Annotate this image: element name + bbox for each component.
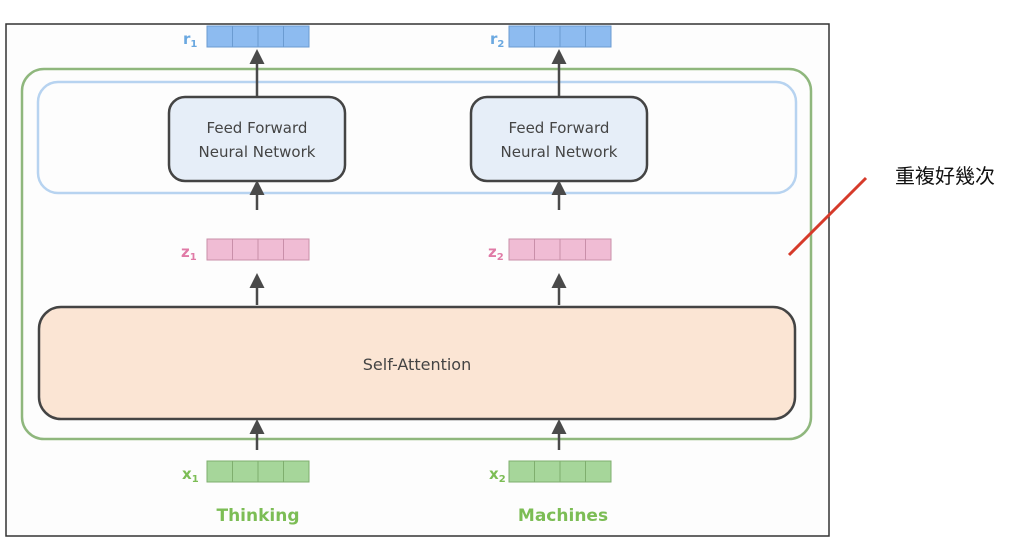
vector-cell [534, 238, 561, 261]
vector-cell [206, 25, 233, 48]
vector-cell [232, 25, 259, 48]
vector-cell [257, 238, 284, 261]
vector-cell [206, 238, 233, 261]
encoder-frame [20, 67, 813, 441]
vector-cell [283, 25, 310, 48]
ffn-2-label-line1: Feed Forward [509, 119, 610, 137]
vector-cell [559, 238, 586, 261]
self-attention-block [37, 305, 797, 421]
ffn-box-2 [469, 95, 649, 183]
output-label-r1: r1 [183, 30, 197, 50]
output-vector-r1 [206, 25, 310, 48]
ffn-1-label-line2: Neural Network [199, 143, 316, 161]
vector-cell [559, 25, 586, 48]
output-label-r2: r2 [490, 30, 504, 50]
output-vector-r2 [508, 25, 612, 48]
vector-cell [283, 238, 310, 261]
self-attention-label: Self-Attention [363, 355, 471, 374]
intermediate-label-z2: z2 [488, 243, 504, 263]
repeat-annotation: 重複好幾次 [895, 164, 995, 188]
input-vector-x2 [508, 460, 612, 483]
input-vector-x1 [206, 460, 310, 483]
vector-cell [534, 460, 561, 483]
vector-cell [559, 460, 586, 483]
vector-cell [534, 25, 561, 48]
ffn-layer-frame [36, 80, 798, 195]
input-label-x2: x2 [489, 465, 506, 485]
ffn-2-label-line2: Neural Network [501, 143, 618, 161]
vector-cell [585, 238, 612, 261]
intermediate-label-z1: z1 [181, 243, 197, 263]
figure-frame [5, 23, 830, 537]
intermediate-vector-z1 [206, 238, 310, 261]
vector-cell [257, 25, 284, 48]
input-word-2: Machines [518, 506, 608, 526]
ffn-1-label-line1: Feed Forward [207, 119, 308, 137]
vector-cell [585, 460, 612, 483]
vector-cell [283, 460, 310, 483]
annotation-pointer-line [787, 176, 868, 257]
input-label-x1: x1 [182, 465, 199, 485]
vector-cell [206, 460, 233, 483]
vector-cell [508, 25, 535, 48]
vector-cell [232, 238, 259, 261]
vector-cell [508, 460, 535, 483]
ffn-box-1 [167, 95, 347, 183]
input-word-1: Thinking [216, 506, 299, 526]
vector-cell [585, 25, 612, 48]
vector-cell [508, 238, 535, 261]
intermediate-vector-z2 [508, 238, 612, 261]
vector-cell [232, 460, 259, 483]
vector-cell [257, 460, 284, 483]
